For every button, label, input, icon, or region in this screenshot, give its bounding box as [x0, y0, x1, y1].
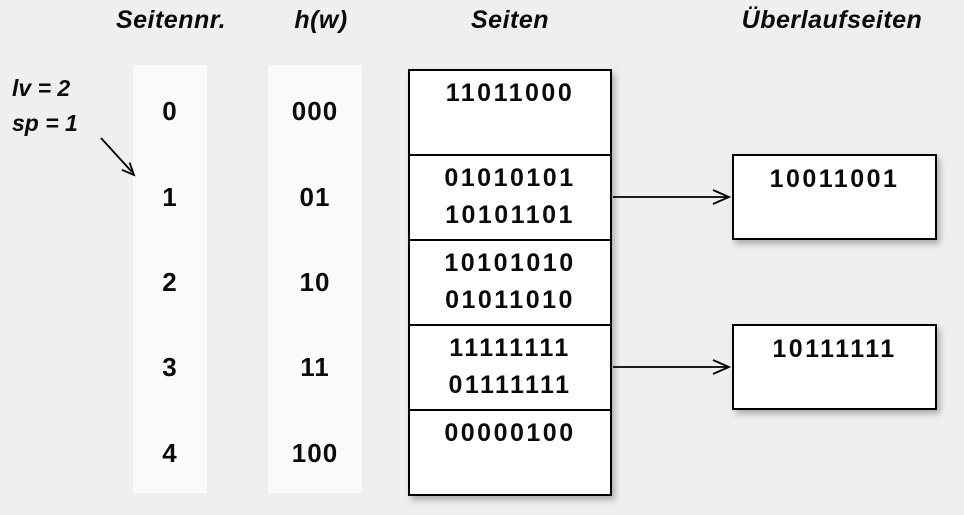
hash-value: 000: [291, 96, 339, 127]
split-pointer-arrow-icon: [100, 137, 136, 177]
header-ueberlaufseiten: Überlaufseiten: [741, 6, 923, 34]
page-number: 3: [162, 352, 178, 383]
page-number: 1: [162, 181, 178, 212]
page-entry: 10101010: [444, 249, 576, 277]
page-number: 2: [162, 267, 178, 298]
overflow-entry: 10011001: [769, 165, 900, 193]
level-label: lv = 2: [12, 75, 71, 101]
hash-value: 11: [300, 352, 330, 383]
header-seiten: Seiten: [470, 6, 550, 34]
hash-value: 10: [299, 267, 331, 298]
overflow-page-row-3: 10111111: [732, 324, 937, 410]
page-entry: 11111111: [449, 334, 571, 362]
overflow-page-row-1: 10011001: [732, 154, 937, 240]
page-number: 0: [162, 96, 178, 127]
page-entry: 11011000: [445, 79, 575, 107]
page-number-column: 0 1 2 3 4: [133, 65, 207, 493]
page-entry: 01011010: [445, 286, 575, 314]
page-entry: 10101101: [445, 201, 575, 229]
page-entry: 00000100: [444, 419, 576, 447]
state-labels: lv = 2 sp = 1: [12, 71, 78, 141]
overflow-entry: 10111111: [772, 335, 897, 363]
page-entry: 01010101: [444, 164, 576, 192]
page-number: 4: [162, 437, 178, 468]
pages-table: 11011000 01010101 10101101 10101010 0101…: [408, 69, 612, 496]
hash-value-column: 000 01 10 11 100: [268, 65, 362, 493]
page-row-4: 00000100: [410, 409, 610, 494]
page-row-0: 11011000: [410, 71, 610, 154]
header-hash-function: h(w): [294, 6, 348, 34]
header-seitennr: Seitennr.: [115, 6, 227, 34]
page-entry: 01111111: [448, 371, 572, 399]
page-row-1: 01010101 10101101: [410, 154, 610, 239]
hash-value: 100: [291, 437, 339, 468]
overflow-arrow-row3-icon: [613, 359, 732, 375]
split-pointer-label: sp = 1: [12, 110, 78, 136]
page-row-2: 10101010 01011010: [410, 239, 610, 324]
hash-value: 01: [299, 181, 331, 212]
overflow-arrow-row1-icon: [613, 189, 732, 205]
page-row-3: 11111111 01111111: [410, 324, 610, 409]
